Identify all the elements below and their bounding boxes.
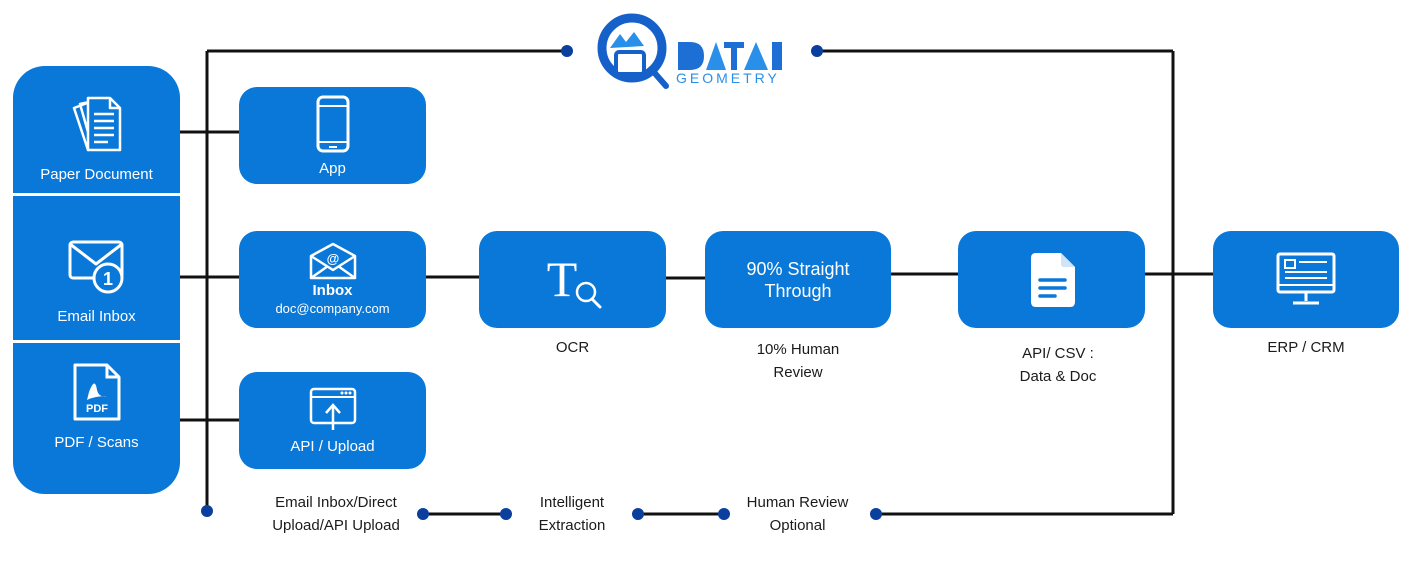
monitor-icon	[1276, 252, 1336, 304]
timeline-step-1-line1: Email Inbox/Direct	[275, 494, 397, 511]
timeline-step-3-line1: Human Review	[746, 494, 849, 511]
svg-text:1: 1	[102, 269, 112, 289]
channel-upload-label: API / Upload	[290, 437, 375, 455]
pdf-icon-text: PDF	[86, 403, 108, 415]
channel-api-upload[interactable]: API / Upload	[239, 372, 426, 469]
data-geometry-logo	[597, 13, 782, 89]
dot-top-right	[811, 45, 823, 57]
paper-document-icon	[72, 96, 121, 152]
channel-inbox-title: Inbox	[312, 281, 353, 299]
channel-inbox-address: doc@company.com	[275, 300, 390, 316]
stage-ocr-caption: OCR	[555, 339, 590, 356]
stage-review-caption-1: 10% Human	[756, 341, 840, 358]
dot-timeline-1a	[417, 508, 429, 520]
stage-review-caption: 10% Human Review	[705, 338, 891, 384]
text-search-icon: T	[546, 251, 601, 308]
source-label: Email Inbox	[57, 308, 136, 325]
source-pdf-scans[interactable]: PDF PDF / Scans	[13, 362, 180, 452]
timeline-step-3-line2: Optional	[769, 517, 826, 534]
svg-text:@: @	[326, 251, 339, 266]
source-divider	[13, 193, 180, 196]
timeline-step-1: Email Inbox/Direct Upload/API Upload	[256, 491, 416, 537]
document-icon	[1030, 252, 1075, 307]
pdf-icon: PDF	[73, 363, 120, 421]
source-label: PDF / Scans	[54, 434, 139, 451]
email-at-icon: @	[309, 242, 356, 279]
timeline-step-2-line1: Intelligent	[539, 494, 605, 511]
dot-timeline-1b	[500, 508, 512, 520]
stage-export[interactable]	[958, 231, 1145, 328]
stage-erp-crm[interactable]	[1213, 231, 1399, 328]
source-paper-document[interactable]: Paper Document	[13, 94, 180, 184]
upload-window-icon	[309, 387, 356, 430]
stage-export-caption: API/ CSV : Data & Doc	[958, 342, 1158, 388]
channel-app-label: App	[319, 159, 346, 177]
source-label: Paper Document	[40, 166, 153, 183]
dot-timeline-2a	[632, 508, 644, 520]
dot-timeline-3	[870, 508, 882, 520]
timeline-step-3: Human Review Optional	[730, 491, 865, 537]
timeline-step-2: Intelligent Extraction	[512, 491, 632, 537]
stage-review-caption-2: Review	[773, 364, 823, 381]
logo-wordmark: GEOMETRY	[676, 70, 780, 86]
timeline-step-1-line2: Upload/API Upload	[272, 517, 400, 534]
email-inbox-icon: 1	[68, 240, 123, 294]
stage-erp-caption: ERP / CRM	[1267, 339, 1345, 356]
stage-export-caption-2: Data & Doc	[1019, 368, 1097, 385]
source-divider	[13, 340, 180, 343]
stage-review-title-1: 90% Straight	[746, 258, 850, 279]
stage-straight-through[interactable]: 90% Straight Through	[705, 231, 891, 328]
stage-export-caption-1: API/ CSV :	[1022, 345, 1094, 362]
ocr-icon-text: T	[546, 251, 577, 307]
timeline-step-2-line2: Extraction	[538, 517, 606, 534]
stage-ocr[interactable]: T	[479, 231, 666, 328]
source-email-inbox[interactable]: 1 Email Inbox	[13, 236, 180, 326]
stage-review-title-2: Through	[764, 280, 832, 301]
dot-timeline-2b	[718, 508, 730, 520]
channel-inbox[interactable]: @ Inbox doc@company.com	[239, 231, 426, 328]
channel-app[interactable]: App	[239, 87, 426, 184]
dot-bus-bottom	[201, 505, 213, 517]
dot-top-left	[561, 45, 573, 57]
smartphone-icon	[316, 95, 349, 152]
input-sources-panel: Paper Document 1 Email Inbox PDF PDF / S…	[13, 66, 180, 494]
